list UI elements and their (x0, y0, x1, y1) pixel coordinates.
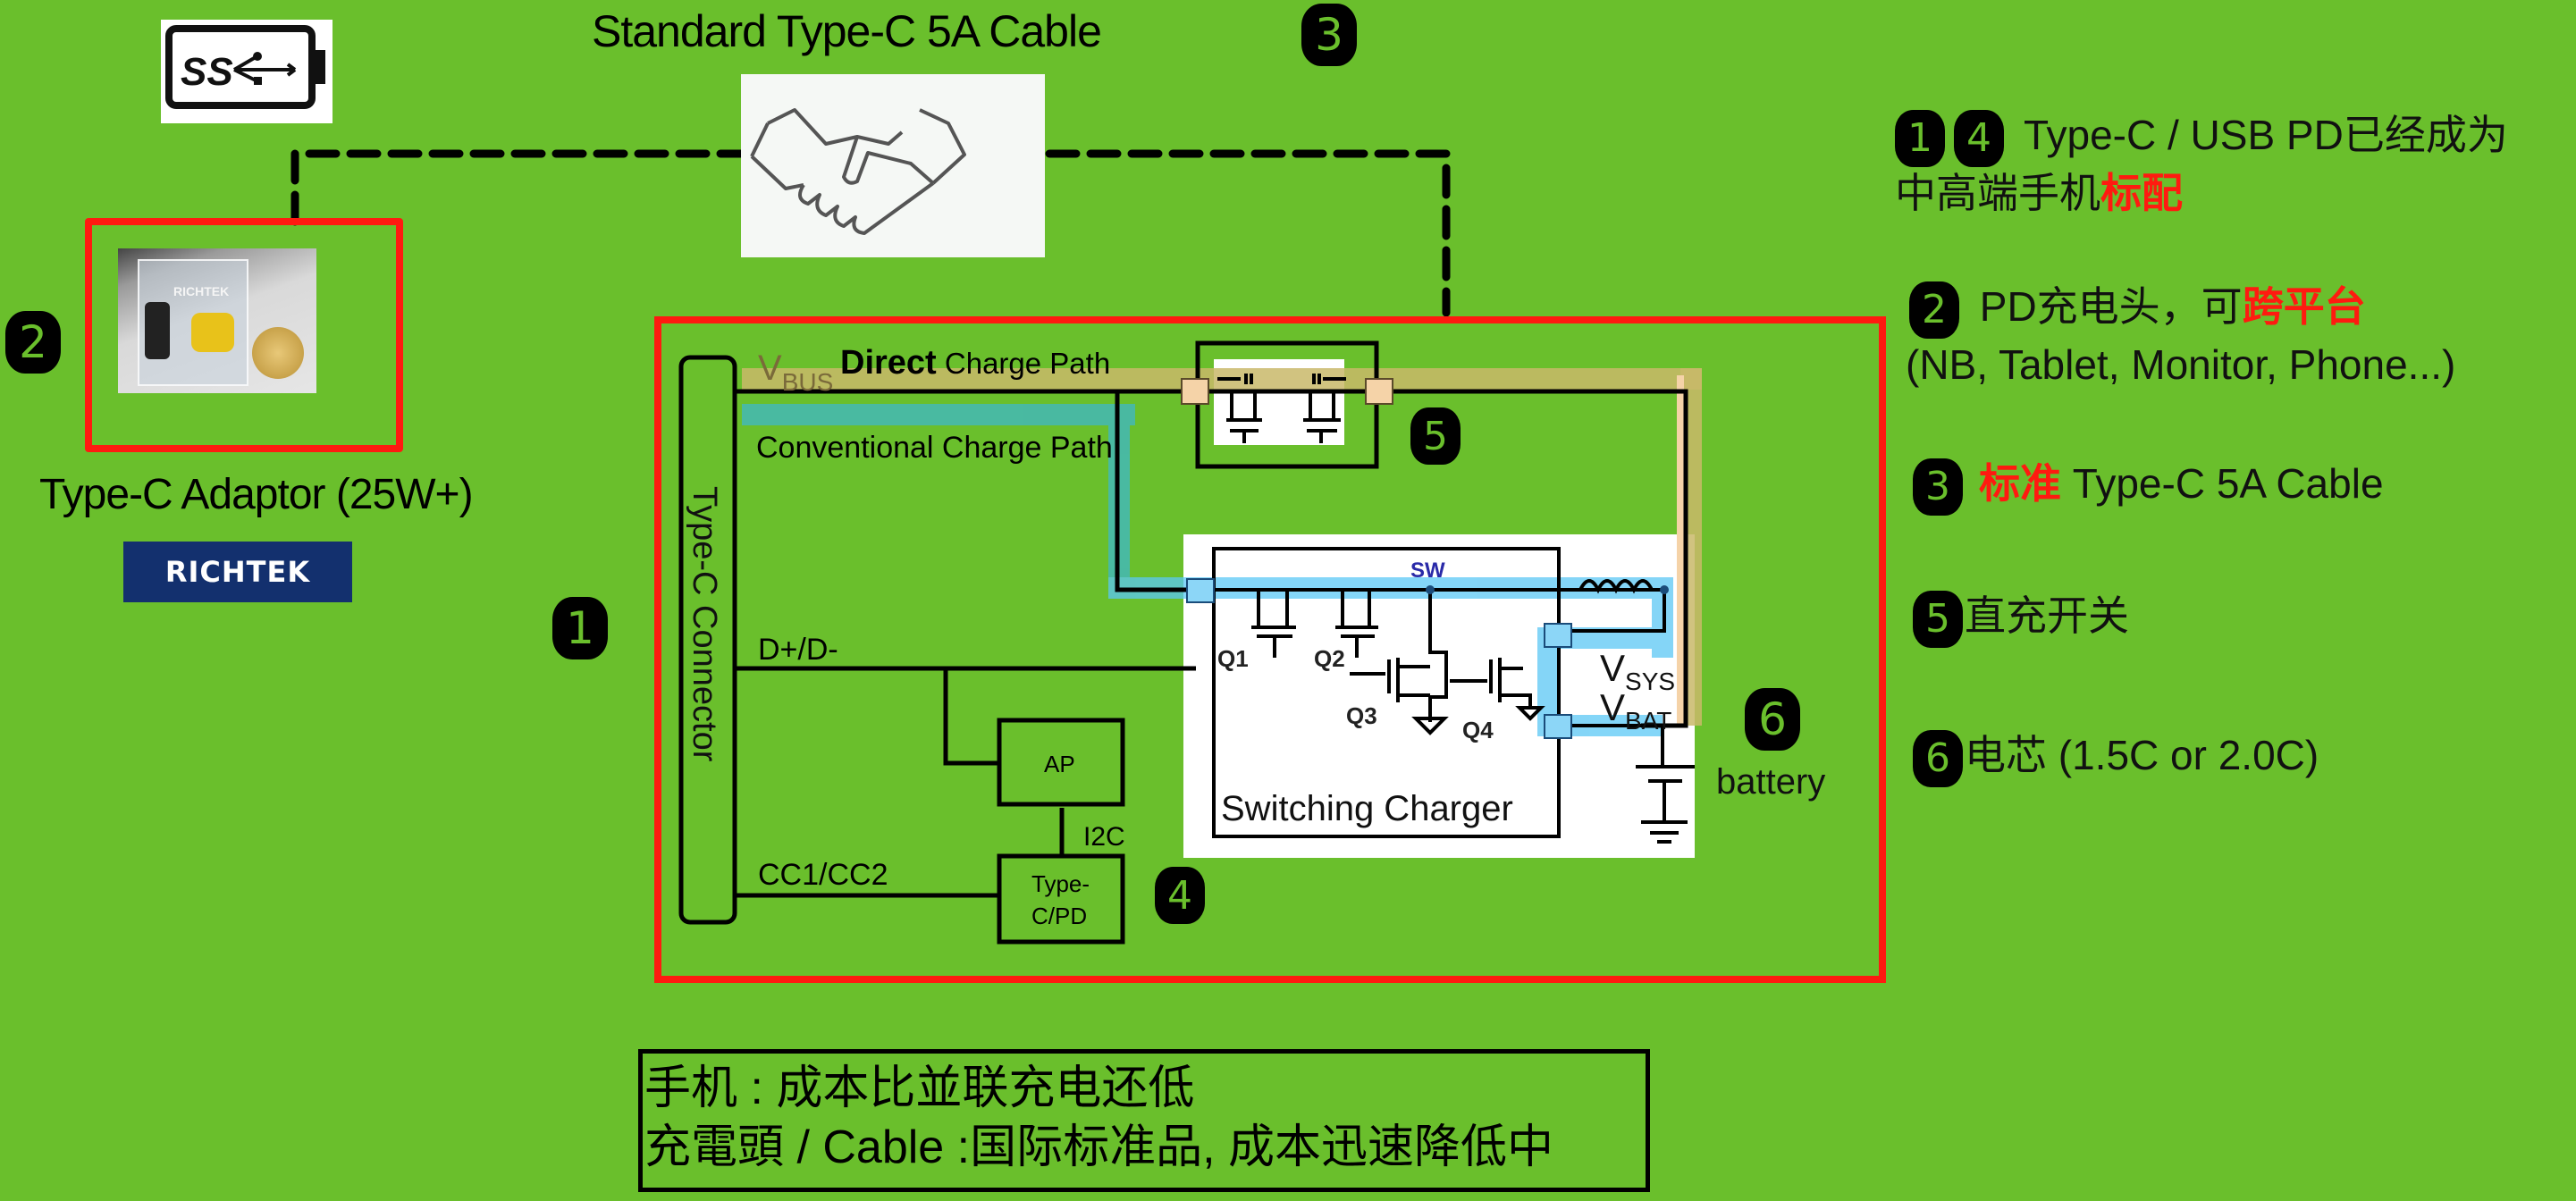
note-2-highlight: 跨平台 (2242, 283, 2366, 330)
note-2: 2 PD充电头，可跨平台 (NB, Tablet, Monitor, Phone… (1906, 281, 2456, 391)
dpdm-label: D+/D- (758, 633, 838, 667)
note-6-text: 电芯 (1.5C or 2.0C) (1965, 732, 2319, 778)
typec-pd-label-2: C/PD (1031, 903, 1087, 929)
q1-label: Q1 (1217, 645, 1249, 672)
handshake-icon (750, 108, 966, 235)
ap-label: AP (1044, 751, 1075, 777)
usb-ss-icon: SS (165, 25, 325, 109)
summary-line-2: 充電頭 / Cable :国际标准品, 成本迅速降低中 (644, 1118, 1646, 1177)
vbat-label: V (1600, 686, 1625, 728)
badge-1: 1 (552, 597, 608, 659)
note-badge-6: 6 (1913, 729, 1963, 787)
badge-2: 2 (5, 311, 61, 374)
summary-line-2-rest: :国际标准品, 成本迅速降低中 (944, 1121, 1554, 1173)
usb-battery-logo: SS (161, 20, 333, 123)
summary-box: 手机 : 成本比並联充电还低 充電頭 / Cable :国际标准品, 成本迅速降… (638, 1049, 1650, 1192)
battery-label: battery (1716, 762, 1825, 802)
q4-label: Q4 (1462, 717, 1494, 743)
typec-connector-label: Type-C Connector (686, 486, 723, 762)
svg-text:VSYS: VSYS (1600, 647, 1675, 695)
note-1-highlight: 标配 (2100, 169, 2183, 216)
typec-pd-label-1: Type- (1031, 870, 1090, 897)
vbus-label: V (758, 349, 782, 388)
vsys-label: V (1600, 647, 1625, 689)
handshake-image (741, 74, 1045, 257)
badge-3: 3 (1301, 4, 1357, 66)
i2c-label: I2C (1083, 822, 1125, 852)
richtek-logo: RICHTEK (123, 542, 352, 602)
note-1-line2: 中高端手机 (1895, 169, 2100, 216)
note-5-text: 直充开关 (1965, 592, 2129, 639)
capacitor (145, 302, 170, 359)
adaptor-label: Type-C Adaptor (25W+) (39, 471, 474, 518)
switching-charger-box (1212, 547, 1561, 838)
note-3-text: Type-C 5A Cable (2061, 460, 2384, 507)
direct-path-label: Charge Path (937, 347, 1110, 380)
usb-ss-text: SS (181, 50, 233, 94)
note-badge-2: 2 (1909, 281, 1959, 339)
badge-5: 5 (1410, 407, 1461, 465)
q3-label: Q3 (1346, 702, 1377, 729)
ap-box (997, 718, 1125, 807)
note-badge-4: 4 (1954, 109, 2004, 167)
note-1-text: Type-C / USB PD已经成为 (2013, 112, 2508, 158)
summary-line-1: 手机 : 成本比並联充电还低 (644, 1062, 1195, 1114)
svg-text:VBAT: VBAT (1600, 686, 1671, 735)
typec-pd-box (997, 853, 1125, 945)
note-3: 3 标准 Type-C 5A Cable (1913, 458, 2384, 516)
summary-line-2-cable: Cable (822, 1121, 945, 1173)
vsys-subscript: SYS (1625, 668, 1675, 695)
charger-mosfets (1214, 579, 1695, 844)
note-2-line2: (NB, Tablet, Monitor, Phone...) (1906, 340, 2456, 388)
svg-text:Direct Charge Path: Direct Charge Path (840, 344, 1110, 382)
coin (252, 327, 304, 379)
cable-title: Standard Type-C 5A Cable (592, 6, 1102, 56)
badge-6: 6 (1745, 688, 1800, 751)
conventional-path-label: Conventional Charge Path (756, 431, 1113, 465)
cc-label: CC1/CC2 (758, 858, 888, 892)
richtek-logo-text: RICHTEK (164, 555, 311, 589)
badge-4: 4 (1155, 867, 1205, 924)
note-3-highlight: 标准 (1979, 460, 2061, 507)
direct-charge-path-highlight (742, 368, 1702, 726)
adaptor-photo: RICHTEK (118, 248, 316, 393)
note-2-text: PD充电头，可 (1968, 283, 2243, 330)
typec-connector-outline (678, 355, 737, 925)
q2-label: Q2 (1314, 645, 1345, 672)
switching-charger-label: Switching Charger (1221, 789, 1513, 828)
sw-label: SW (1410, 559, 1445, 583)
direct-switch-mosfets (1217, 374, 1346, 443)
note-badge-1: 1 (1895, 109, 1945, 167)
summary-line-2-prefix: 充電頭 / (644, 1121, 823, 1173)
note-badge-3: 3 (1913, 458, 1963, 516)
photo-brand-text: RICHTEK (173, 284, 230, 298)
adaptor-highlight-box (85, 218, 403, 452)
direct-path-bold: Direct (840, 344, 937, 382)
vbus-subscript: BUS (782, 368, 834, 396)
note-badge-5: 5 (1913, 590, 1963, 648)
svg-text:VBUS: VBUS (758, 349, 833, 396)
phone-highlight-box (654, 316, 1886, 983)
transformer (191, 313, 234, 352)
vbat-subscript: BAT (1625, 707, 1671, 735)
